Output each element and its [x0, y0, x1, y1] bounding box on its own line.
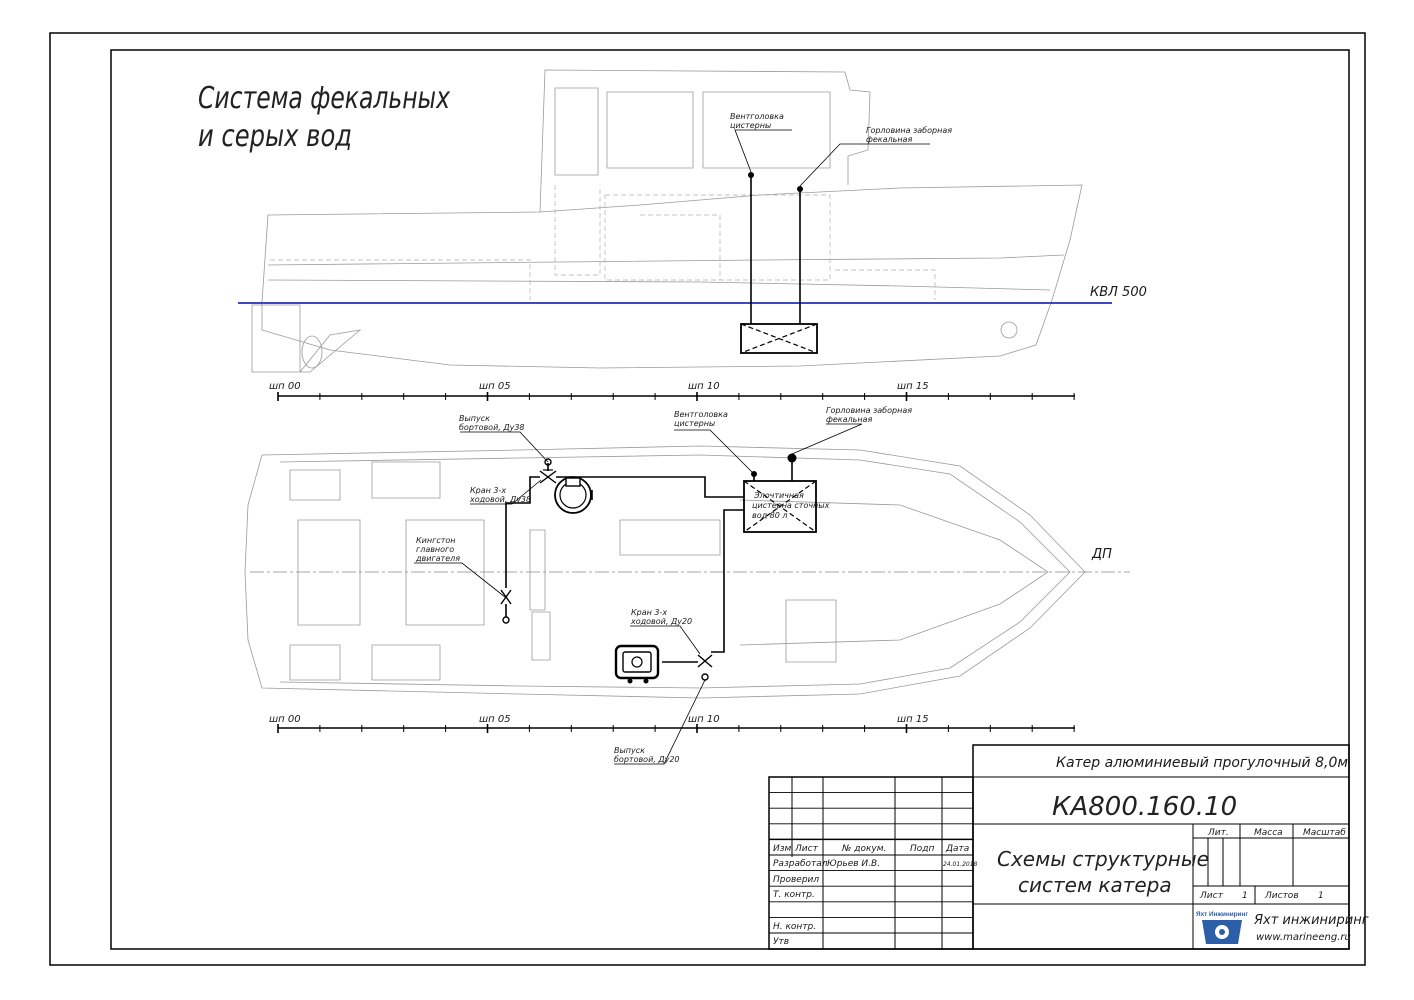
- outlet20-label-line2: бортовой, Ду20: [614, 755, 680, 764]
- side-tank: [740, 323, 818, 354]
- sheets-value: 1: [1318, 891, 1324, 901]
- side-frame-label-10: шп 10: [688, 381, 720, 392]
- logo-caption: Яхт Инжиниринг: [1196, 912, 1249, 918]
- kingston-label-line2: главного: [416, 545, 454, 554]
- row-ncontrol: Н. контр.: [773, 922, 816, 932]
- col-izm: Изм: [773, 844, 792, 854]
- valve38-label-line2: ходовой, Ду38: [469, 495, 531, 504]
- valve20-label-line2: ходовой, Ду20: [630, 617, 692, 626]
- document-title-line2: систем катера: [1018, 873, 1172, 897]
- plan-deckfill-label-line1: Горловина заборная: [826, 406, 912, 415]
- sheet-value: 1: [1242, 891, 1248, 901]
- plan-frame-label-10: шп 10: [688, 714, 720, 725]
- plan-frame-label-05: шп 05: [479, 714, 511, 725]
- developer-date: 24.01.2018: [943, 861, 978, 868]
- outlet38-label-line2: бортовой, Ду38: [459, 423, 525, 432]
- outlet38-label-line1: Выпуск: [459, 414, 490, 423]
- plan-deckfill-fitting: [787, 453, 797, 463]
- waterline-label: КВЛ 500: [1090, 285, 1147, 300]
- drawing-heading-line1: Система фекальных: [198, 81, 450, 116]
- kingston-label-line1: Кингстон: [416, 536, 456, 545]
- inner-frame: [110, 49, 1350, 950]
- col-doc: № докум.: [841, 844, 886, 854]
- centerline-label: ДП: [1091, 547, 1112, 562]
- toilet-unit: [614, 644, 660, 680]
- product-name: Катер алюминиевый прогулочный 8,0м: [1056, 755, 1348, 771]
- outlet20-label-line1: Выпуск: [614, 746, 645, 755]
- side-view: КВЛ 500 Вентголовка цистерны Горловина з…: [238, 69, 1147, 373]
- tank-label-line1: Элочтичная: [753, 491, 804, 500]
- side-frame-scale: шп 00 шп 05 шп 10 шп 15: [269, 381, 1075, 401]
- side-vent-label-line2: цистерны: [730, 121, 771, 130]
- row-developer: Разработал: [773, 859, 828, 869]
- kingston-label-line3: двигателя: [415, 554, 460, 563]
- col-date: Дата: [945, 844, 969, 854]
- col-sign: Подп: [910, 844, 934, 854]
- row-checked: Проверил: [773, 875, 819, 885]
- plan-frame-label-15: шп 15: [897, 714, 929, 725]
- side-deckfill-label-line1: Горловина заборная: [866, 126, 952, 135]
- plan-view: ДП Элочтичная цистерна сточных вод 80 л: [244, 406, 1130, 765]
- tank-label-line2: цистерна сточных: [752, 501, 830, 510]
- outer-frame: [49, 32, 1366, 966]
- plan-deckfill-label-line2: фекальная: [826, 415, 872, 424]
- plan-tank: [743, 480, 817, 533]
- developer-name: Юрьев И.В.: [827, 859, 880, 869]
- valve38-label-line1: Кран 3-х: [470, 486, 506, 495]
- plan-frame-label-00: шп 00: [269, 714, 301, 725]
- company-name: Яхт инжиниринг: [1253, 913, 1369, 928]
- valve20-label-line1: Кран 3-х: [631, 608, 667, 617]
- tank-label-line3: вод 80 л: [752, 511, 788, 520]
- row-approved: Утв: [773, 937, 789, 947]
- title-block: Катер алюминиевый прогулочный 8,0м КА800…: [768, 744, 1369, 950]
- plan-vent-label-line2: цистерны: [674, 419, 715, 428]
- side-vent-label-line1: Вентголовка: [730, 112, 784, 121]
- macerator-pump: [554, 476, 592, 514]
- sheet-label: Лист: [1199, 891, 1224, 901]
- plan-frame-scale: шп 00 шп 05 шп 10 шп 15: [269, 714, 1075, 733]
- company-logo-icon: Яхт Инжиниринг: [1196, 909, 1249, 947]
- side-frame-label-05: шп 05: [479, 381, 511, 392]
- side-frame-label-00: шп 00: [269, 381, 301, 392]
- header-scale: Масштаб: [1303, 828, 1346, 838]
- drawing-heading-line2: и серых вод: [198, 119, 352, 154]
- company-site: www.marineeng.ru: [1256, 932, 1351, 943]
- row-tcontrol: Т. контр.: [773, 890, 815, 900]
- header-lit: Лит.: [1207, 828, 1229, 838]
- sheets-label: Листов: [1264, 891, 1299, 901]
- document-code: КА800.160.10: [1052, 792, 1237, 822]
- plan-vent-label-line1: Вентголовка: [674, 410, 728, 419]
- document-title-line1: Схемы структурные: [997, 847, 1209, 871]
- header-mass: Масса: [1254, 828, 1283, 838]
- col-list: Лист: [794, 844, 819, 854]
- side-deckfill-label-line2: фекальная: [866, 135, 912, 144]
- side-frame-label-15: шп 15: [897, 381, 929, 392]
